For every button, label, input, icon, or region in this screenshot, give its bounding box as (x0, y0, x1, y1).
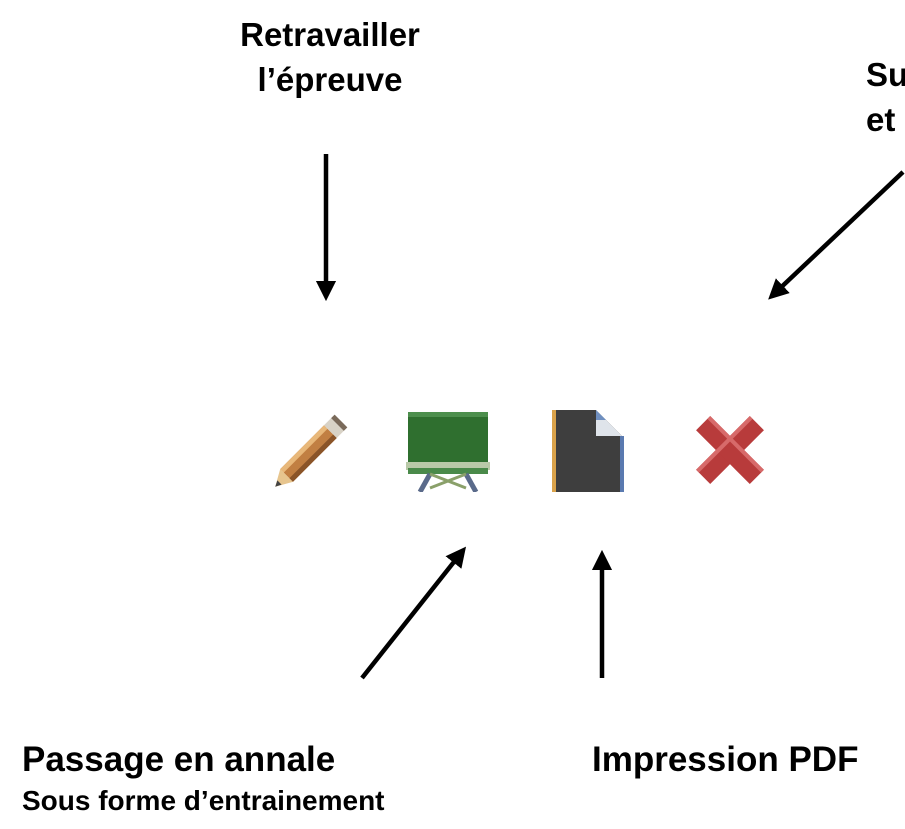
delete-icon[interactable] (688, 408, 772, 492)
annale-annotation-line2: Sous forme d’entrainement (22, 785, 385, 816)
annale-annotation-line1: Passage en annale (22, 740, 336, 779)
delete-annotation: Su et (866, 52, 905, 142)
arrow-to-delete (768, 170, 905, 300)
chalkboard-icon[interactable] (406, 408, 490, 492)
pencil-icon[interactable] (270, 408, 354, 492)
edit-annotation-line2: l’épreuve (257, 61, 403, 98)
arrow-to-chalkboard (360, 546, 467, 680)
pdf-annotation: Impression PDF (592, 738, 858, 782)
delete-annotation-line1: Su (866, 56, 905, 93)
edit-annotation: Retravailler l’épreuve (190, 12, 470, 102)
delete-annotation-line2: et (866, 101, 896, 138)
annale-annotation: Passage en annale Sous forme d’entrainem… (22, 738, 385, 820)
edit-annotation-line1: Retravailler (240, 16, 420, 53)
pdf-annotation-text: Impression PDF (592, 740, 859, 779)
document-icon[interactable] (544, 408, 628, 492)
